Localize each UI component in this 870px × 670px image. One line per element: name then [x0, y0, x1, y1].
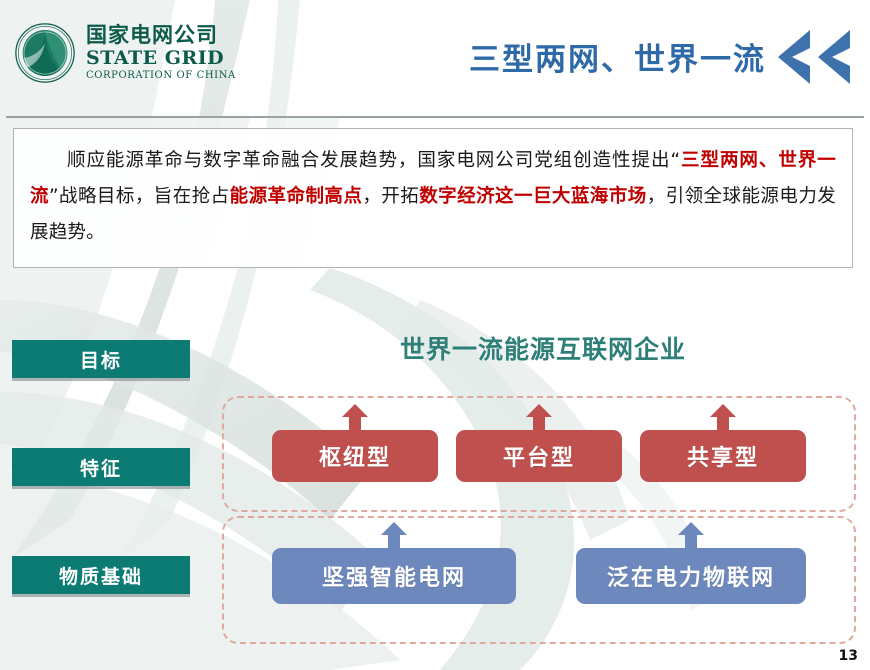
- intro-highlight-text: 能源革命制高点: [229, 186, 363, 207]
- arrow-up-icon-sharing: [710, 404, 736, 432]
- arrow-up-icon-hub: [342, 404, 368, 432]
- stage-label-material-basis: 物质基础: [12, 556, 190, 594]
- card-hub-type: 枢纽型: [272, 430, 438, 482]
- header-divider: [6, 116, 864, 118]
- intro-plain-text: 顺应能源革命与数字革命融合发展趋势，国家电网公司党组创造性提出“: [67, 150, 681, 171]
- brand-name-en: STATE GRID: [86, 47, 225, 69]
- intro-textbox: 顺应能源革命与数字革命融合发展趋势，国家电网公司党组创造性提出“三型两网、世界一…: [13, 128, 853, 268]
- brand-logo-text: 国家电网公司 STATE GRID CORPORATION OF CHINA: [86, 25, 236, 81]
- double-chevron-left-icon: [778, 30, 850, 84]
- concept-diagram: 世界一流能源互联网企业 目标 特征 物质基础 枢纽型 平台型 共享型 坚强智能电…: [0, 268, 870, 670]
- stage-label-goal: 目标: [12, 340, 190, 378]
- card-ubiquitous-power-iot: 泛在电力物联网: [576, 548, 806, 604]
- card-platform-type: 平台型: [456, 430, 622, 482]
- page-title: 三型两网、世界一流: [469, 42, 766, 78]
- intro-plain-text: ，开拓: [362, 186, 420, 207]
- diagram-title: 世界一流能源互联网企业: [400, 335, 687, 364]
- state-grid-emblem-icon: [15, 23, 75, 83]
- card-sharing-type: 共享型: [640, 430, 806, 482]
- stage-label-characteristics: 特征: [12, 448, 190, 486]
- intro-plain-text: ”战略目标，旨在抢占: [48, 186, 230, 207]
- brand-name-cn: 国家电网公司: [86, 23, 218, 47]
- intro-highlight-text: 数字经济这一巨大蓝海市场: [419, 186, 647, 207]
- page-number: 13: [838, 648, 858, 664]
- intro-paragraph: 顺应能源革命与数字革命融合发展趋势，国家电网公司党组创造性提出“三型两网、世界一…: [30, 143, 836, 251]
- slide-header: 国家电网公司 STATE GRID CORPORATION OF CHINA 三…: [0, 0, 870, 118]
- card-strong-smart-grid: 坚强智能电网: [272, 548, 516, 604]
- arrow-up-icon-platform: [526, 404, 552, 432]
- brand-name-en-sub: CORPORATION OF CHINA: [86, 70, 236, 81]
- brand-logo: 国家电网公司 STATE GRID CORPORATION OF CHINA: [14, 22, 236, 84]
- arrow-up-icon-power-iot: [678, 522, 704, 550]
- arrow-up-icon-smart-grid: [381, 522, 407, 550]
